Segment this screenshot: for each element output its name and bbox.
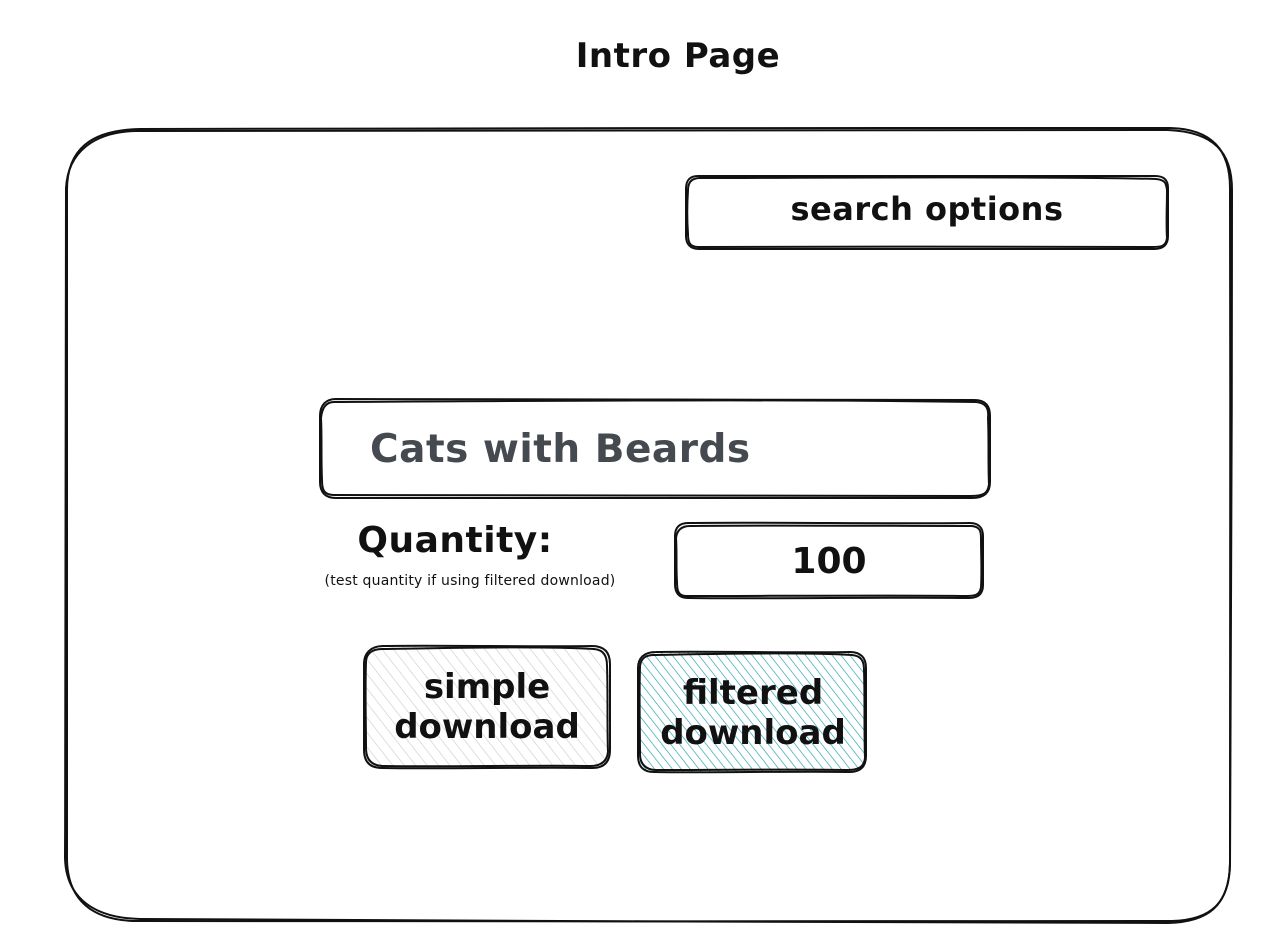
- filtered-download-button-shape: [636, 650, 868, 774]
- search-options-box: [685, 174, 1169, 251]
- simple-download-button[interactable]: simple download: [364, 646, 610, 768]
- quantity-label: Quantity:: [357, 520, 553, 561]
- filtered-download-label-line1: filtered: [682, 672, 824, 713]
- quantity-input[interactable]: [676, 525, 982, 597]
- filtered-download-label-line2: download: [660, 713, 846, 753]
- search-input[interactable]: [322, 401, 988, 497]
- simple-download-label-line2: download: [394, 707, 580, 747]
- simple-download-button-shape: [362, 644, 612, 770]
- page-title: Intro Page: [575, 36, 781, 76]
- quantity-hint: (test quantity if using filtered downloa…: [324, 573, 616, 589]
- search-options-button[interactable]: search options: [790, 190, 1064, 228]
- simple-download-label-line1: simple: [423, 666, 551, 707]
- filtered-download-button[interactable]: filtered download: [638, 652, 868, 774]
- main-window-frame: [63, 126, 1234, 925]
